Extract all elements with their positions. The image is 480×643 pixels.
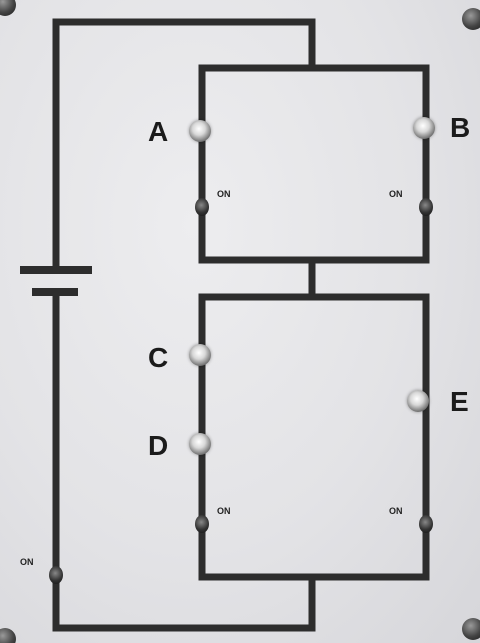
switch-cd-on-label: ON (217, 506, 231, 516)
screw-icon (0, 628, 16, 643)
screw-icon (0, 0, 16, 16)
screw-icon (462, 618, 480, 640)
main-switch-on-label: ON (20, 557, 34, 567)
switch-cd-on-position[interactable] (195, 515, 209, 533)
switch-b[interactable] (413, 117, 435, 139)
wire-lower-loop (198, 293, 430, 581)
switch-e-on-label: ON (389, 506, 403, 516)
switch-b-label: B (450, 112, 471, 143)
switch-c[interactable] (189, 344, 211, 366)
screw-icon (462, 8, 480, 30)
wire-upper-loop (198, 64, 430, 264)
wire-outer-bottom (52, 292, 316, 632)
switch-b-on-label: ON (389, 189, 403, 199)
switch-a-label: A (148, 116, 169, 147)
switch-d-label: D (148, 430, 169, 461)
switch-d[interactable] (189, 433, 211, 455)
wire-outer-top (52, 18, 316, 272)
switch-e-label: E (450, 386, 469, 417)
switch-a-on-position[interactable] (195, 198, 209, 216)
battery-plate-long (20, 266, 92, 274)
switch-e-on-position[interactable] (419, 515, 433, 533)
switch-e[interactable] (407, 390, 429, 412)
switch-a[interactable] (189, 120, 211, 142)
battery-plate-short (32, 288, 78, 296)
main-switch-on-position[interactable] (49, 566, 63, 584)
switch-c-label: C (148, 342, 169, 373)
switch-b-on-position[interactable] (419, 198, 433, 216)
switch-a-on-label: ON (217, 189, 231, 199)
